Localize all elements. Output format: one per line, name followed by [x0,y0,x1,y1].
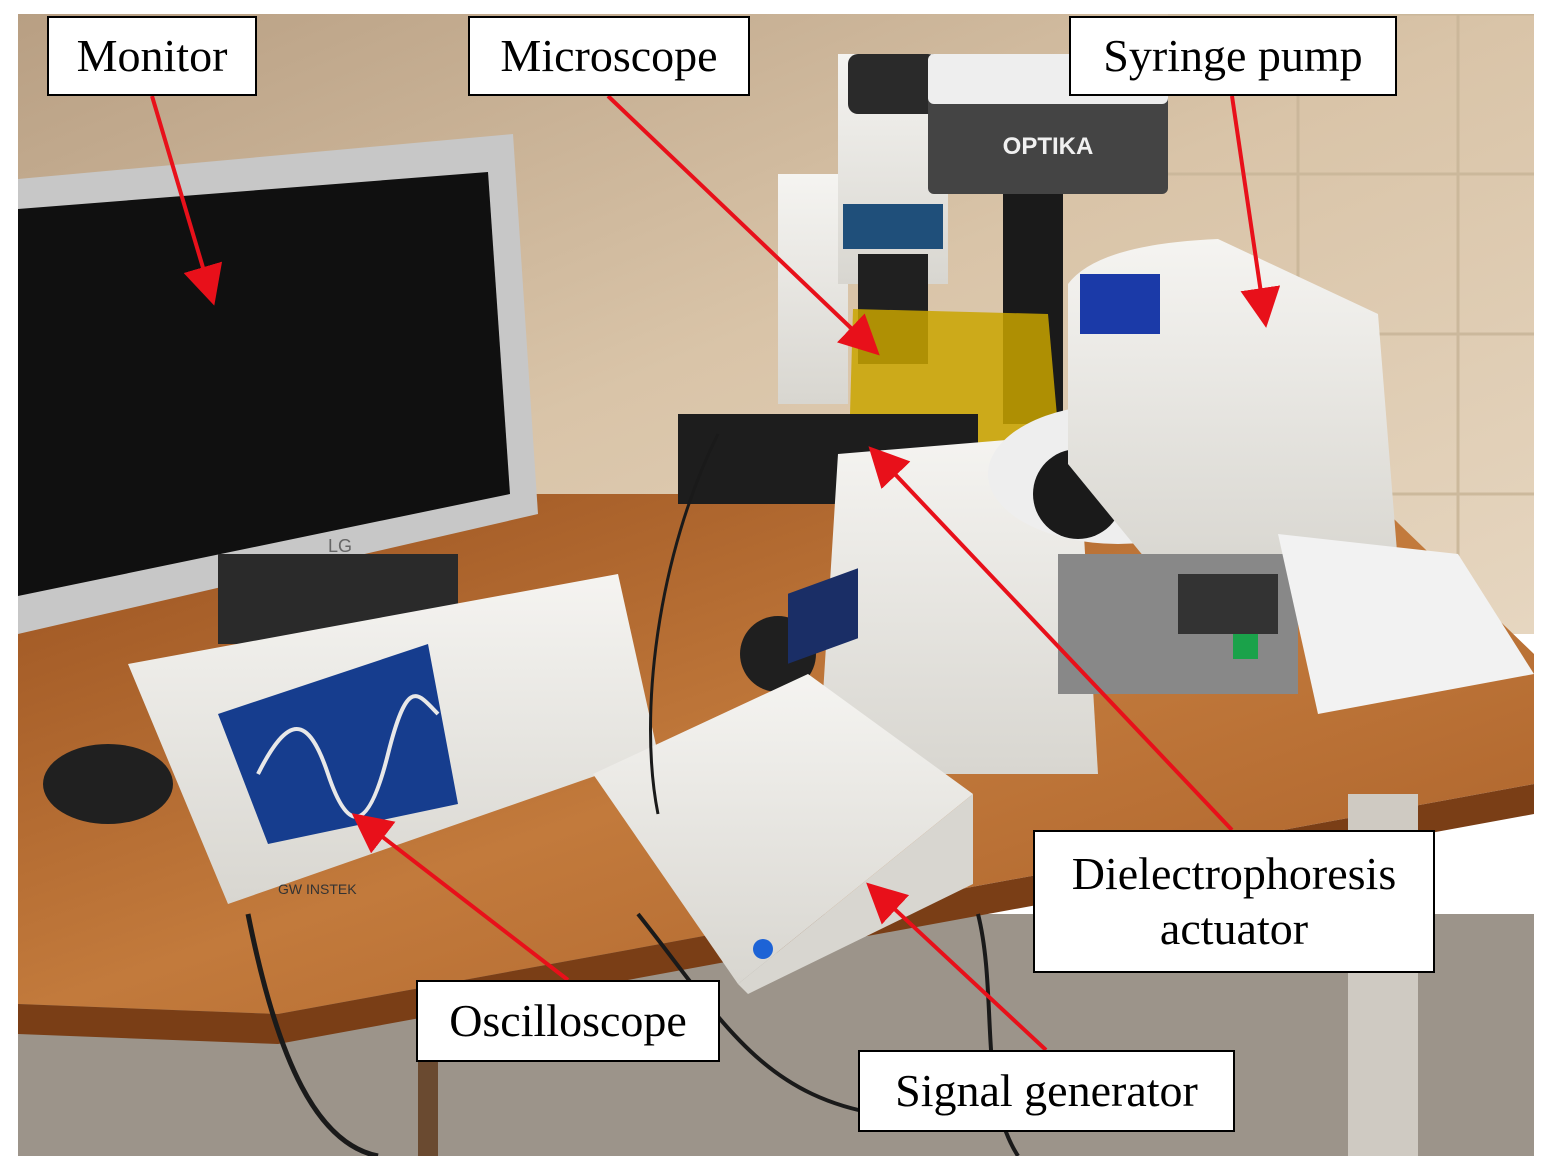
lab-setup-photo: LG OPTIKA GW INSTEK [18,14,1534,1156]
monitor-label: Monitor [47,16,257,96]
monitor-device: LG [18,134,538,644]
syringe-pump-label: Syringe pump [1069,16,1397,96]
oscilloscope-device: GW INSTEK [128,574,658,904]
camera-brand-text: OPTIKA [1003,133,1094,160]
microscope-label: Microscope [468,16,750,96]
monitor-brand-text: LG [328,536,352,556]
dielectrophoresis-label-line2: actuator [1159,902,1309,954]
signal-generator-label: Signal generator [858,1050,1235,1132]
dielectrophoresis-actuator-label: Dielectrophoresis actuator [1033,830,1435,973]
oscilloscope-label: Oscilloscope [416,980,720,1062]
mouse [43,744,173,824]
oscilloscope-brand-text: GW INSTEK [278,881,357,897]
dielectrophoresis-label-line1: Dielectrophoresis [1071,848,1397,900]
